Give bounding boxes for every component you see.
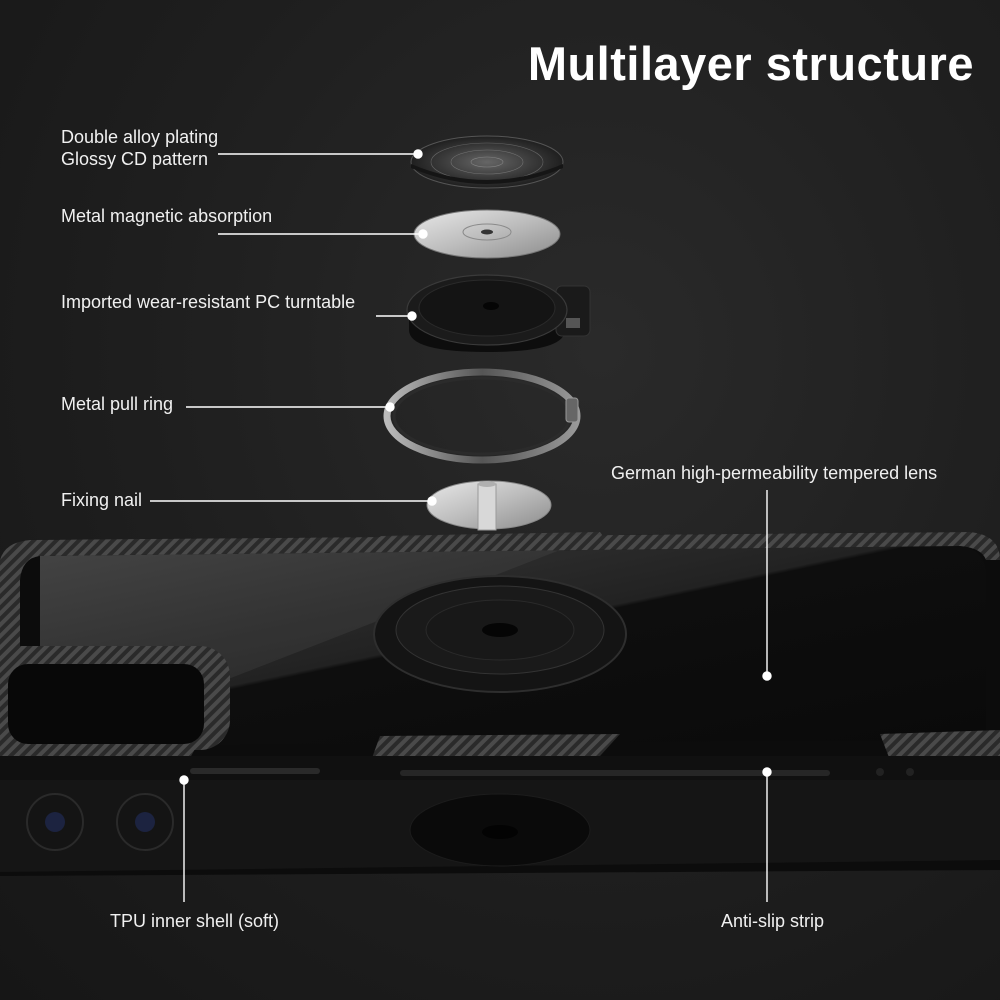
fixing-nail — [426, 480, 552, 531]
label-plating-line1: Double alloy plating — [61, 127, 219, 147]
label-tpu: TPU inner shell (soft) — [110, 911, 280, 931]
label-strip: Anti-slip strip — [721, 911, 825, 931]
pc-turntable — [406, 274, 591, 352]
leader-lines — [150, 149, 772, 902]
cd-pattern-plate — [410, 135, 564, 189]
label-lens: German high-permeability tempered lens — [611, 463, 938, 483]
metal-pull-ring — [383, 368, 581, 464]
magnetic-plate — [413, 209, 561, 259]
label-plating-line2: Glossy CD pattern — [61, 149, 209, 169]
label-magnetic: Metal magnetic absorption — [61, 206, 273, 226]
label-ring: Metal pull ring — [61, 394, 174, 414]
page-title: Multilayer structure — [527, 37, 974, 90]
label-turntable: Imported wear-resistant PC turntable — [61, 292, 356, 312]
label-nail: Fixing nail — [61, 490, 143, 510]
phone-case — [0, 532, 1000, 876]
